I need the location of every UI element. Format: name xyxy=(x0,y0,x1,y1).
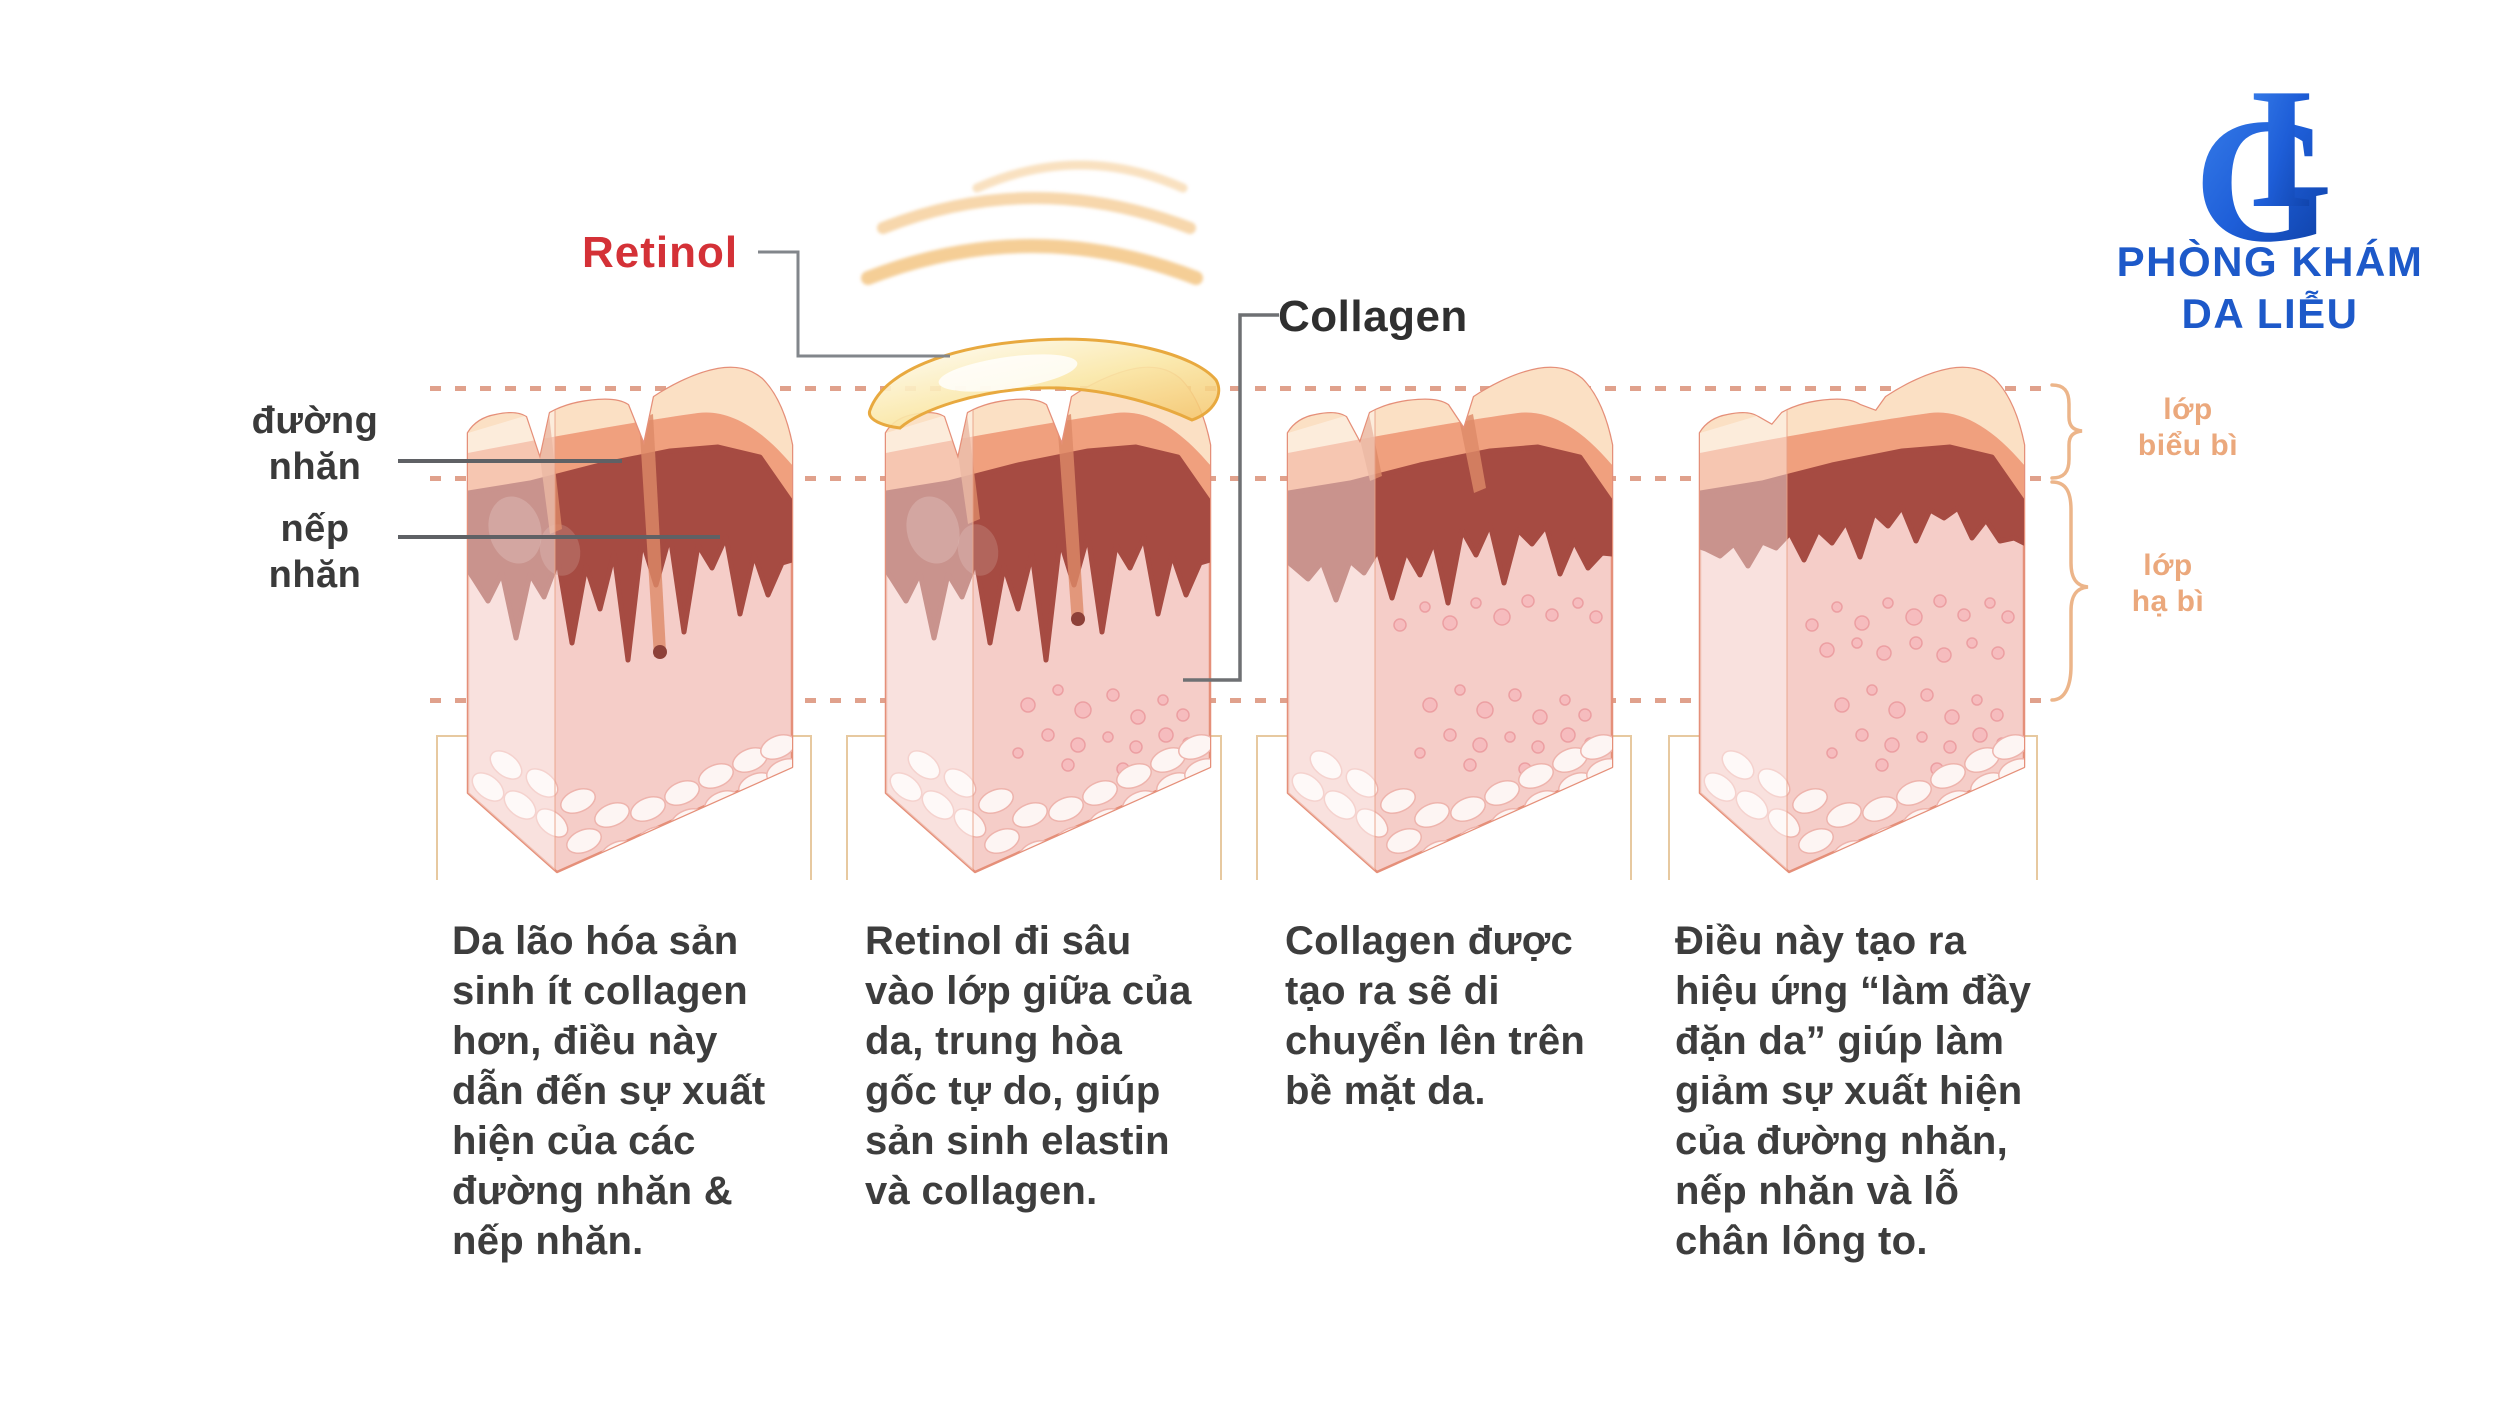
skin-block-aged xyxy=(460,345,800,880)
clinic-logo-monogram: G I xyxy=(2194,54,2332,246)
retinol-serum-icon xyxy=(867,337,1221,430)
svg-text:I: I xyxy=(2248,54,2315,244)
retinol-pointer-line xyxy=(758,250,950,358)
clinic-name-line1: PHÒNG KHÁM xyxy=(2116,238,2424,285)
fine-line-pointer xyxy=(398,459,622,463)
skin-block-plumped xyxy=(1692,345,2032,880)
deep-wrinkle-pointer xyxy=(398,535,720,539)
deep-wrinkle-label: nếp nhăn xyxy=(268,508,362,596)
layer-braces-icon xyxy=(2050,383,2089,702)
retinol-label: Retinol xyxy=(582,228,739,277)
retinol-waves-icon xyxy=(861,160,1203,285)
step-description-4: Điều này tạo ra hiệu ứng “làm đầy đặn da… xyxy=(1675,919,2032,1263)
skin-block-collagen-moving xyxy=(1280,345,1620,880)
epidermis-layer-label: lớp biểu bì xyxy=(2137,393,2239,462)
fine-line-label: đường nhăn xyxy=(251,400,379,488)
collagen-label: Collagen xyxy=(1278,292,1468,341)
dermis-layer-label: lớp hạ bì xyxy=(2131,549,2205,618)
dashed-guide-epidermis-top xyxy=(430,386,2045,391)
dashed-guide-epidermis-bottom xyxy=(430,476,2045,481)
clinic-name-line2: DA LIỄU xyxy=(2181,290,2359,337)
step-description-3: Collagen được tạo ra sẽ di chuyển lên tr… xyxy=(1285,919,1586,1113)
collagen-pointer-line xyxy=(1183,313,1279,682)
step-description-2: Retinol đi sâu vào lớp giữa của da, trun… xyxy=(865,919,1192,1213)
svg-text:G: G xyxy=(2194,81,2332,246)
step-description-1: Da lão hóa sản sinh ít collagen hơn, điề… xyxy=(452,919,766,1263)
dashed-guide-dermis-bottom xyxy=(430,698,2045,703)
